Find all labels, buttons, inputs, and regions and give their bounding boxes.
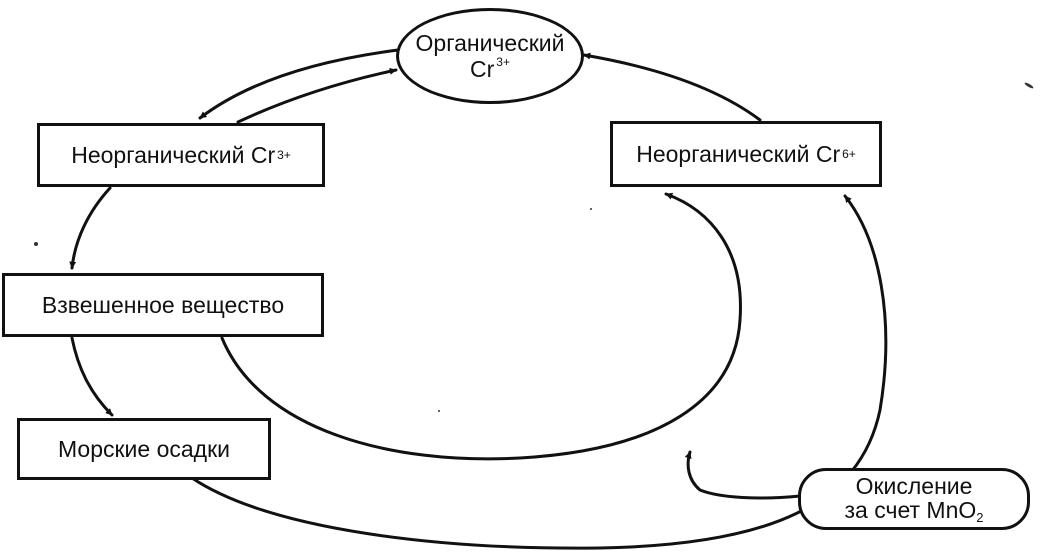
node-oxidation-mno2: Окисление за счет MnO2 (798, 468, 1030, 530)
node-inorganic6-label: Неорганический Cr (636, 140, 841, 167)
node-oxidation-subscript: 2 (976, 509, 984, 525)
node-inorganic3-charge: 3+ (277, 147, 291, 162)
node-oxidation-formula: за счет MnO2 (844, 496, 984, 525)
node-inorganic3-label: Неорганический Cr (71, 141, 276, 168)
arrow-inorganic3-to-organic (236, 67, 398, 124)
scan-speck (590, 208, 592, 210)
arrow-organic-to-inorganic3 (198, 48, 400, 120)
arrow-suspended-to-sediments (70, 336, 114, 417)
arrow-inorganic6-to-organic (582, 52, 762, 122)
scan-speck (34, 242, 38, 246)
arrow-oxidation-to-loop (684, 450, 802, 500)
node-inorganic6-charge: 6+ (842, 146, 856, 161)
arrow-suspended-to-inorganic6 (220, 192, 742, 461)
node-marine-sediments: Морские осадки (17, 418, 271, 480)
node-oxidation-label: Окисление (855, 472, 973, 499)
node-suspended-matter: Взвешенное вещество (2, 273, 324, 337)
arrow-sediments-to-inorganic6 (190, 194, 888, 550)
node-suspended-label: Взвешенное вещество (41, 291, 285, 318)
node-organic-charge: 3+ (496, 54, 510, 69)
scan-speck (438, 410, 440, 412)
arrow-inorganic3-to-suspended (69, 186, 112, 270)
node-organic-label: Органический (415, 30, 565, 57)
node-sediments-label: Морские осадки (57, 435, 230, 462)
